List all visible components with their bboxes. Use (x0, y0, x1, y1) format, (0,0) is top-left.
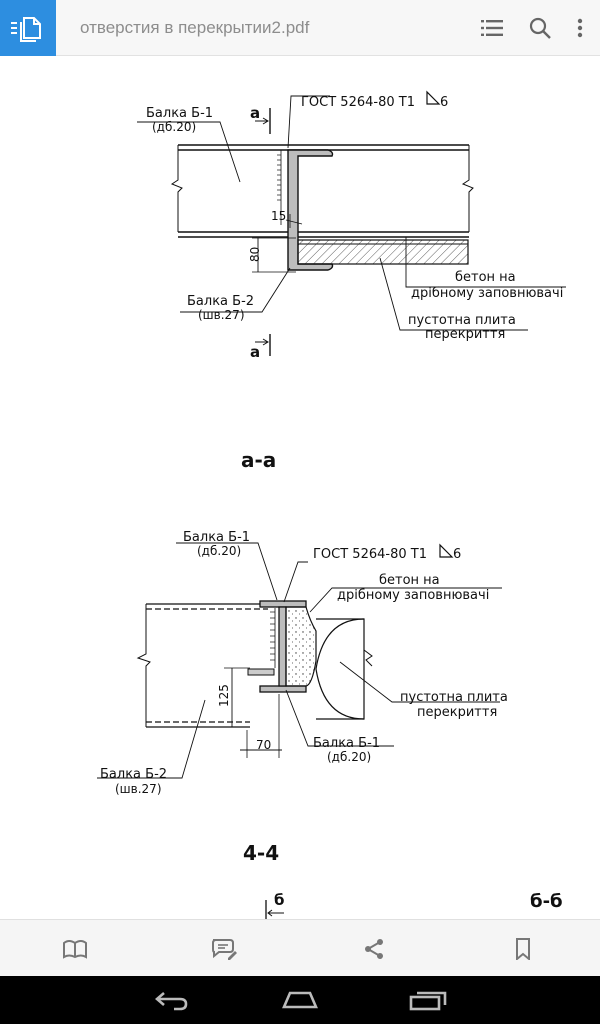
more-button[interactable] (560, 8, 600, 48)
technical-drawing: Балка Б-1 (дб.20) ГОСТ 5264-80 Т1 6 а а … (97, 90, 566, 919)
a-beam1-label: Балка Б-1 (146, 106, 213, 121)
b-dim-125: 125 (217, 684, 231, 707)
b-slab-line1: пустотна плита (400, 690, 508, 705)
b-concrete-line1: бетон на (379, 573, 440, 588)
document-icon (11, 17, 41, 42)
bottom-toolbar (0, 919, 600, 976)
comment-edit-icon (212, 939, 237, 960)
b-weld-leg: 6 (453, 547, 461, 562)
back-icon (155, 992, 188, 1011)
a-beam2-label: Балка Б-2 (187, 294, 254, 309)
b-concrete-line2: дрібному заповнювачі (337, 588, 489, 603)
share-button[interactable] (357, 932, 391, 966)
b-beam1-label: Балка Б-1 (183, 530, 250, 545)
a-cut-mark-bottom: а (250, 343, 260, 361)
a-cut-mark-top: а (250, 104, 260, 122)
annotate-button[interactable] (207, 932, 241, 966)
recents-icon (409, 991, 447, 1011)
outline-button[interactable] (472, 8, 512, 48)
b-beam2-profile: (шв.27) (115, 782, 162, 796)
pdf-page-viewport[interactable]: Балка Б-1 (дб.20) ГОСТ 5264-80 Т1 6 а а … (0, 57, 600, 919)
bookmark-icon (516, 938, 530, 960)
b-beam1b-label: Балка Б-1 (313, 736, 380, 751)
b-beam1b-profile: (дб.20) (327, 750, 371, 764)
b-beam2-label: Балка Б-2 (100, 767, 167, 782)
a-concrete-line1: бетон на (455, 270, 516, 285)
system-nav-bar (0, 976, 600, 1024)
weld-symbol-icon (439, 543, 454, 558)
top-app-bar: отверстия в перекрытии2.pdf (0, 0, 600, 56)
b-slab-line2: перекриття (417, 705, 497, 720)
search-icon (529, 17, 551, 39)
a-weld-leg: 6 (440, 95, 448, 110)
recents-button[interactable] (398, 984, 458, 1016)
section-title-44: 4-4 (243, 841, 279, 865)
a-slab-line1: пустотна плита (408, 313, 516, 328)
b-dim-70: 70 (256, 738, 271, 752)
share-icon (365, 939, 383, 959)
b-gost-label: ГОСТ 5264-80 Т1 (313, 547, 427, 562)
section-44-drawing (97, 542, 502, 919)
section-title-bb: б-б (530, 891, 563, 912)
weld-symbol-icon (426, 90, 441, 105)
a-gost-label: ГОСТ 5264-80 Т1 (301, 95, 415, 110)
a-dim-15: 15 (271, 209, 286, 223)
document-title: отверстия в перекрытии2.pdf (80, 18, 310, 37)
a-beam2-profile: (шв.27) (198, 308, 245, 322)
a-beam1-profile: (дб.20) (152, 120, 196, 134)
section-title-aa: а-а (241, 448, 276, 472)
b-beam1-profile: (дб.20) (197, 544, 241, 558)
outline-list-icon (481, 20, 503, 36)
back-button[interactable] (142, 984, 202, 1016)
reading-mode-button[interactable] (58, 932, 92, 966)
more-vert-icon (577, 18, 583, 38)
a-slab-line2: перекриття (425, 327, 505, 342)
bookmark-button[interactable] (506, 932, 540, 966)
book-open-icon (63, 940, 87, 959)
a-concrete-line2: дрібному заповнювачі (411, 286, 563, 301)
section-a-drawing (137, 95, 566, 356)
home-icon (282, 991, 318, 1009)
cut-mark-b: б (274, 891, 284, 909)
search-button[interactable] (520, 8, 560, 48)
drawer-button[interactable] (0, 0, 56, 56)
home-button[interactable] (270, 984, 330, 1016)
a-dim-80: 80 (248, 247, 262, 262)
